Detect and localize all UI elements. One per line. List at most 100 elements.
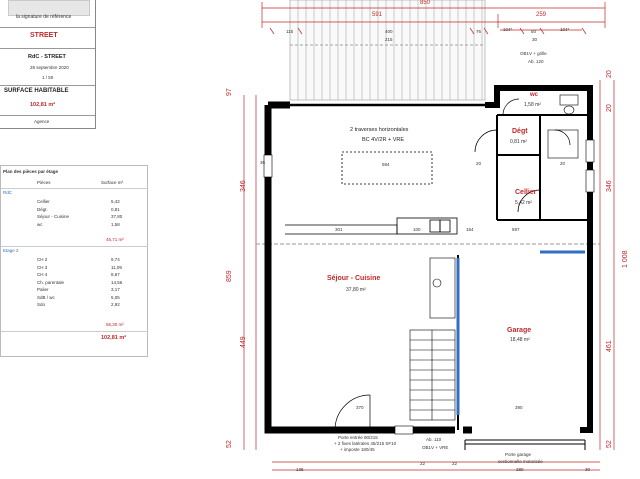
annotation-dim-36: 36 xyxy=(260,160,266,165)
room-wc-name: wc xyxy=(530,92,539,98)
dim-left-449: 449 xyxy=(240,336,247,348)
dim-top-115: 115 xyxy=(286,29,294,34)
annotation-ab-110: Ab. 110 xyxy=(426,437,442,442)
annotation-dim-301: 301 xyxy=(335,227,343,232)
level1-label: RdC xyxy=(3,190,13,195)
row-value: 14,56 xyxy=(111,279,123,285)
room-sejour-name: Séjour - Cuisine xyxy=(327,275,381,282)
table-row: CH 2 9,74 xyxy=(1,257,147,264)
annotation-dim-164: 164 xyxy=(466,227,474,232)
dim-right-20b: 20 xyxy=(606,104,613,112)
annotation-dim-584: 584 xyxy=(382,162,390,167)
doors xyxy=(334,98,571,431)
row-value: 1,58 xyxy=(111,221,120,227)
row-name: SdB / wc xyxy=(37,294,55,300)
dim-right-20a: 20 xyxy=(606,70,613,78)
room-garage-area: 18,48 m² xyxy=(510,337,530,343)
dim-top-591: 591 xyxy=(372,12,383,18)
row-value: 8,67 xyxy=(111,272,120,277)
plan-date: 28 septembre 2020 xyxy=(30,65,69,70)
dim-bottom-22b: 22 xyxy=(452,461,458,466)
cartouche-divider-1 xyxy=(0,27,95,28)
annotation-dim-20b: 20 xyxy=(560,161,566,166)
dim-bottom-30: 30 xyxy=(585,467,591,472)
exterior-walls xyxy=(264,85,593,434)
windows xyxy=(263,139,595,435)
annotation-ab-top: Ab. 120 xyxy=(528,59,544,64)
annotation-dim-597: 597 xyxy=(512,227,520,232)
row-value: 3,17 xyxy=(111,287,120,292)
table-row: Dégt. 0,81 xyxy=(1,207,147,214)
dim-bottom-22a: 22 xyxy=(420,461,426,466)
dim-right-1008: 1 008 xyxy=(622,250,629,268)
blue-window-walls xyxy=(456,250,585,415)
level2-total: 56,30 m² xyxy=(106,322,124,327)
row-value: 5,42 xyxy=(111,199,120,204)
row-value: 2,92 xyxy=(111,302,120,307)
row-value: 0,81 xyxy=(111,206,120,212)
grand-total: 102,81 m² xyxy=(101,335,127,341)
row-name: Ch. parentale xyxy=(37,279,65,285)
side-dimensions xyxy=(243,80,615,471)
surface-table-title: Plan des pièces par étage xyxy=(3,169,59,174)
dim-top-30: 30 xyxy=(532,37,538,42)
annotation-porte-entree-1: Porte entrée 90/215 xyxy=(338,435,378,440)
annotation-porte-garage-2: sectionnelle motorisée xyxy=(498,459,543,464)
level1-total: 45,71 m² xyxy=(106,237,124,242)
dim-left-346: 346 xyxy=(240,180,247,192)
row-name: Palier xyxy=(37,287,49,292)
dim-bottom-135: 135 xyxy=(296,467,304,472)
row-name: Cellier xyxy=(37,199,50,204)
table-divider xyxy=(1,331,147,332)
dim-left-52: 52 xyxy=(226,440,233,448)
annotation-obv-top: OB1V + grille xyxy=(520,51,547,56)
plan-scale: 1 / 50 xyxy=(42,75,54,80)
annotation-traverses-sub: BC 4V/2R + VRE xyxy=(362,137,405,143)
dim-top-50: 50 xyxy=(531,29,537,34)
table-row: Ch. parentale 14,56 xyxy=(1,280,147,287)
row-value: 9,74 xyxy=(111,257,120,262)
row-name: Dégt. xyxy=(37,206,48,212)
room-cellier-name: Cellier xyxy=(515,189,537,196)
dim-bottom-280: 280 xyxy=(516,467,524,472)
dim-top-104b: 104⁵ xyxy=(560,27,570,32)
annotation-dim-100: 100 xyxy=(413,227,421,232)
kitchen-counter xyxy=(285,151,458,235)
dim-right-461: 461 xyxy=(606,340,613,352)
table-row: Cellier 5,42 xyxy=(1,199,147,206)
surface-value: 102,81 m² xyxy=(30,102,56,108)
row-name: wc xyxy=(37,221,43,227)
room-degt-name: Dégt xyxy=(512,128,528,135)
surface-label: SURFACE HABITABLE xyxy=(4,88,69,94)
dim-right-346: 346 xyxy=(606,180,613,192)
plan-name: RdC - STREET xyxy=(28,54,66,60)
dim-top-76: 76 xyxy=(476,29,482,34)
annotation-porte-entree-3: + imposte 180/45 xyxy=(340,447,375,452)
dim-right-52: 52 xyxy=(606,440,613,448)
row-value: 37,80 xyxy=(111,214,123,219)
table-divider xyxy=(1,188,147,189)
table-row: Sdo 2,92 xyxy=(1,302,147,309)
dimension-ticks xyxy=(269,27,587,35)
row-name: CH 3 xyxy=(37,264,48,270)
table-row: wc 1,58 xyxy=(1,222,147,229)
table-divider xyxy=(1,246,147,247)
dim-top-104a: 104⁵ xyxy=(503,27,513,32)
annotation-dim-390: 390 xyxy=(515,405,523,410)
cartouche-divider-3 xyxy=(0,85,95,86)
row-name: Sdo xyxy=(37,302,46,307)
level2-label: Etage 2 xyxy=(3,248,19,253)
row-name: Séjour - Cuisine xyxy=(37,214,70,219)
room-wc-area: 1,58 m² xyxy=(524,102,541,108)
cartouche-divider-4 xyxy=(0,115,95,116)
agency-footer: Agence xyxy=(34,119,50,124)
surface-table: Plan des pièces par étage Pièces Surface… xyxy=(0,165,148,357)
row-name: CH 2 xyxy=(37,257,48,262)
wc-fixture xyxy=(547,94,579,159)
room-garage-name: Garage xyxy=(507,327,532,334)
title-block: la signature de référence STREET RdC - S… xyxy=(0,0,96,129)
annotation-dim-20a: 20 xyxy=(476,161,482,166)
street-title: STREET xyxy=(30,32,58,39)
